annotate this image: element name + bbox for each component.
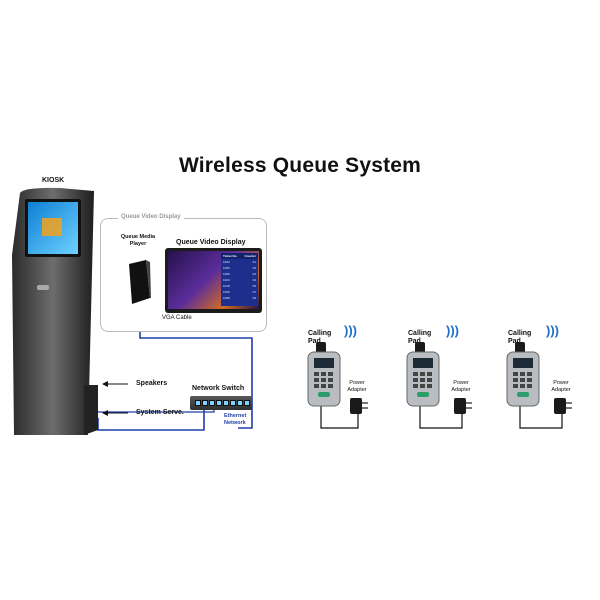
- diagram-title: Wireless Queue System: [178, 154, 422, 177]
- system-server-label: System Serve.: [136, 409, 184, 416]
- pad1-wire: [320, 406, 359, 429]
- network-switch-label: Network Switch: [192, 385, 245, 392]
- ethernet-label: Ethernet Network: [224, 413, 247, 426]
- power-adapter-1-icon: [350, 398, 368, 414]
- calling-pad-1-label: Calling Pad: [308, 330, 332, 345]
- wifi-signal-icon: ))): [344, 323, 357, 338]
- calling-pad-3-icon: [506, 342, 540, 407]
- calling-pad-3-label: Calling Pad: [508, 330, 532, 345]
- media-player-label: Queue Media Player: [120, 234, 156, 247]
- speakers-arrow-head: [102, 381, 108, 387]
- calling-pad-2-icon: [406, 342, 440, 407]
- wifi-signal-icon: ))): [446, 323, 459, 338]
- server-arrow-head: [102, 410, 108, 416]
- power-adapter-2-icon: [454, 398, 472, 414]
- video-display-caption: Queue Video Display: [118, 214, 184, 220]
- power-adapter-3-label: Power Adapter: [551, 380, 571, 393]
- windows-logo-icon: [42, 218, 62, 236]
- media-player-icon: [129, 260, 151, 304]
- wifi-signal-icon: ))): [546, 323, 559, 338]
- network-switch-icon: [190, 396, 252, 410]
- speakers-label: Speakers: [136, 380, 168, 387]
- power-adapter-1-label: Power Adapter: [347, 380, 367, 393]
- pad2-wire: [419, 406, 463, 429]
- calling-pad-2-label: Calling Pad: [408, 330, 432, 345]
- power-adapter-2-label: Power Adapter: [451, 380, 471, 393]
- calling-pad-1-icon: [307, 342, 341, 407]
- power-adapter-3-icon: [554, 398, 572, 414]
- kiosk-image: [12, 187, 98, 435]
- kiosk-label: KIOSK: [42, 177, 65, 184]
- tv-table-header: Ticket No.Counter: [221, 253, 258, 259]
- pad3-wire: [519, 406, 563, 429]
- vga-cable-label: VGA Cable: [162, 315, 192, 321]
- wire-kiosk-to-switch-2: [98, 410, 215, 413]
- tv-label: Queue Video Display: [176, 239, 246, 246]
